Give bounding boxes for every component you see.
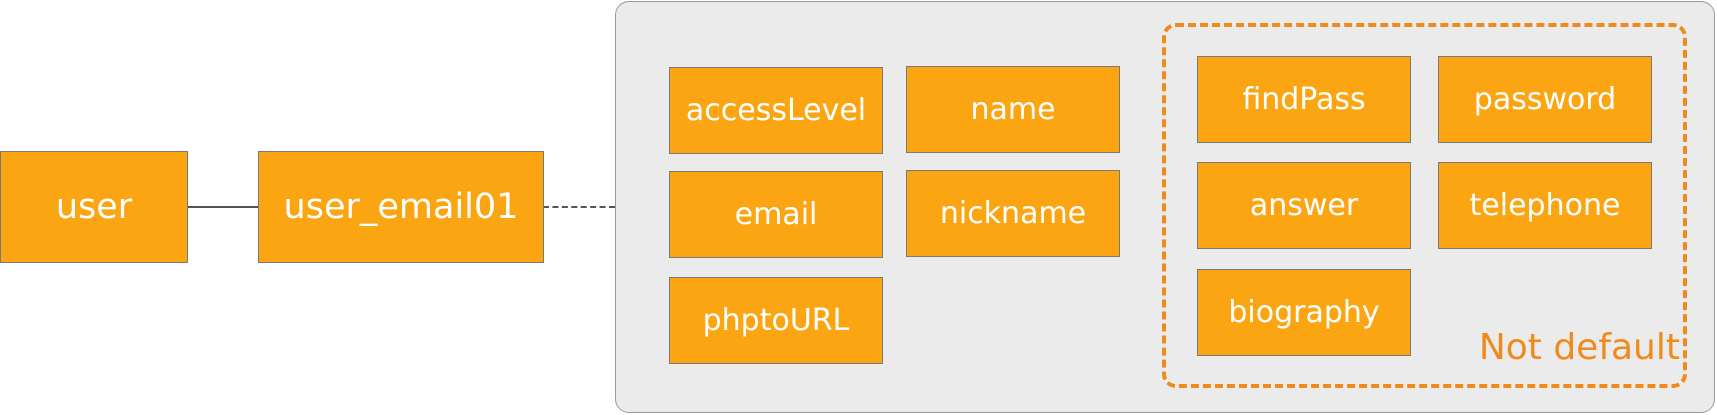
field-accesslevel: accessLevel [669,67,883,154]
field-password: password [1438,56,1652,143]
user-to-index-connector [187,206,259,208]
field-findpass: findPass [1197,56,1411,143]
field-nickname: nickname [906,170,1120,257]
user-node: user [0,151,188,263]
field-email: email [669,171,883,258]
index-to-fields-connector [543,206,615,208]
field-biography: biography [1197,269,1411,356]
field-telephone: telephone [1438,162,1652,249]
field-answer: answer [1197,162,1411,249]
not-default-label: Not default [1478,326,1680,368]
user-email01-node: user_email01 [258,151,544,263]
field-name: name [906,66,1120,153]
field-phptourl: phptoURL [669,277,883,364]
not-default-group [1162,23,1687,388]
